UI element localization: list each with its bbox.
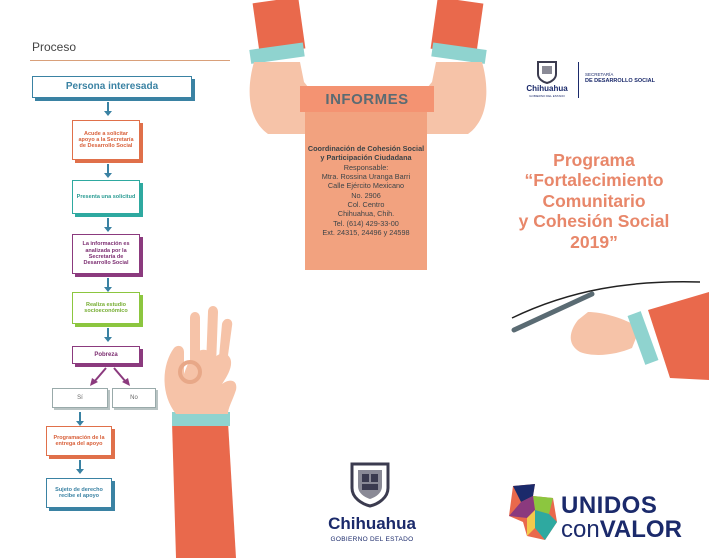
- step-informacion-analizada: La información es analizada por la Secre…: [72, 234, 140, 274]
- logo-divider: [578, 62, 579, 98]
- state-shield-icon: [350, 462, 390, 508]
- proceso-divider: [30, 60, 230, 61]
- informes-line: Mtra. Rossina Uranga Barri: [321, 171, 411, 181]
- branch-arrows: [90, 367, 130, 386]
- program-title-line: “Fortalecimiento: [524, 170, 664, 191]
- secretaria-logo: Chihuahua GOBIERNO DEL ESTADO SECRETARÍA…: [522, 60, 682, 100]
- informes-line: Calle Ejército Mexicano: [327, 181, 405, 191]
- unidos-word: UNIDOS: [561, 492, 658, 519]
- step-programacion-entrega: Programación de la entrega del apoyo: [46, 426, 112, 456]
- secretaria-label: SECRETARÍA: [585, 72, 614, 77]
- step-recibe-apoyo: Sujeto de derecho recibe el apoyo: [46, 478, 112, 508]
- informes-org: Coordinación de Cohesión Social y Partic…: [307, 144, 425, 163]
- valor-word: VALOR: [599, 516, 682, 543]
- program-title-line: Programa: [553, 150, 635, 170]
- hands-holding-sign-illustration: [249, 0, 487, 134]
- informes-line: Ext. 24315, 24496 y 24598: [322, 227, 410, 237]
- informes-line: No. 2906: [351, 190, 381, 200]
- flow-arrow: [76, 412, 84, 426]
- flow-arrow: [104, 218, 112, 232]
- flow-arrow: [104, 164, 112, 178]
- gobierno-estado-logo: Chihuahua GOBIERNO DEL ESTADO: [318, 460, 426, 552]
- program-title-line: 2019”: [570, 231, 618, 252]
- informes-paper: [305, 92, 427, 270]
- secretaria-name: DE DESARROLLO SOCIAL: [585, 78, 655, 84]
- state-shield-icon: [537, 61, 557, 84]
- flow-arrow: [104, 328, 112, 342]
- informes-line: Chihuahua, Chih.: [337, 209, 395, 219]
- writing-hand-illustration: [511, 281, 709, 380]
- informes-contact: Coordinación de Cohesión Social y Partic…: [305, 144, 427, 237]
- step-acude-solicitar: Acude a solicitar apoyo a la Secretaría …: [72, 120, 140, 160]
- step-persona-interesada: Persona interesada: [32, 76, 192, 98]
- program-title-line: y Cohesión Social: [518, 211, 670, 232]
- step-presenta-solicitud: Presenta una solicitud: [72, 180, 140, 214]
- informes-line: Tel. (614) 429-33-00: [333, 218, 399, 228]
- program-title: Programa “Fortalecimiento Comunitario y …: [478, 150, 709, 252]
- flow-arrow: [104, 102, 112, 116]
- secretaria-city-name: Chihuahua: [526, 84, 568, 93]
- unidos-con-valor-logo: UNIDOS conVALOR: [503, 478, 703, 546]
- proceso-title: Proceso: [32, 40, 77, 54]
- informes-heading: INFORMES: [300, 86, 434, 112]
- gobierno-subtitle: GOBIERNO DEL ESTADO: [330, 536, 414, 543]
- option-si: Sí: [52, 388, 108, 408]
- con-word: con: [561, 516, 600, 543]
- step-pobreza: Pobreza: [72, 346, 140, 364]
- informes-line: Col. Centro: [347, 199, 385, 209]
- flow-arrow: [76, 460, 84, 474]
- gobierno-city-name: Chihuahua: [328, 514, 416, 533]
- state-map-icon: [509, 484, 557, 540]
- option-no: No: [112, 388, 156, 408]
- program-title-line: Comunitario: [542, 190, 646, 211]
- con-valor-word: conVALOR: [561, 516, 682, 544]
- flow-arrow: [104, 278, 112, 292]
- secretaria-city-sub: GOBIERNO DEL ESTADO: [529, 94, 565, 98]
- step-estudio-socioeconomico: Realiza estudio socioeconómico: [72, 292, 140, 324]
- informes-line: Responsable:: [343, 162, 389, 172]
- ok-hand-illustration: [164, 306, 237, 558]
